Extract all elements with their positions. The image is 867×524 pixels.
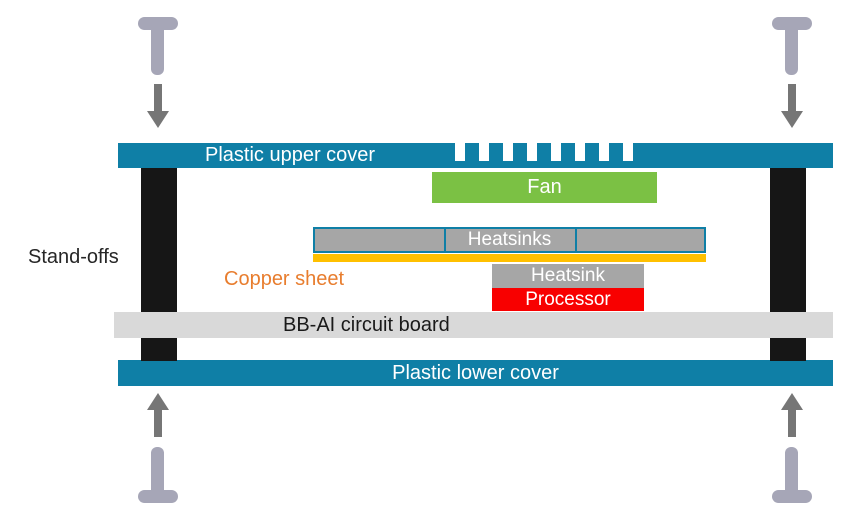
- heatsinks-label: Heatsinks: [467, 229, 552, 250]
- processor-label: Processor: [525, 289, 611, 310]
- screw-head: [772, 490, 812, 503]
- heatsink-block: Heatsink: [492, 264, 644, 288]
- vent-slots: [455, 143, 633, 161]
- vent-slot: [551, 143, 561, 161]
- lower-cover-label: Plastic lower cover: [392, 362, 559, 384]
- circuit-board-label: BB-AI circuit board: [283, 314, 450, 336]
- heatsink-cell-divider: [575, 229, 577, 251]
- arrow-down-icon-right: [781, 84, 803, 128]
- vent-slot: [599, 143, 609, 161]
- lower-cover-bar: Plastic lower cover: [118, 360, 833, 386]
- vent-slot: [575, 143, 585, 161]
- screw-shaft: [151, 23, 164, 75]
- fan-label: Fan: [527, 176, 562, 198]
- copper-sheet-label: Copper sheet: [224, 268, 345, 290]
- arrow-up-icon-right: [781, 393, 803, 437]
- heatsink-cell-divider: [444, 229, 446, 251]
- upper-cover-bar: Plastic upper cover: [118, 143, 833, 168]
- vent-slot: [455, 143, 465, 161]
- vent-slot: [623, 143, 633, 161]
- vent-slot: [503, 143, 513, 161]
- screw-shaft: [151, 447, 164, 499]
- screw-icon-bottom-left: [138, 447, 178, 503]
- vent-slot: [479, 143, 489, 161]
- circuit-board-bar: BB-AI circuit board: [114, 312, 833, 338]
- arrow-down-icon-left: [147, 84, 169, 128]
- screw-icon-bottom-right: [772, 447, 812, 503]
- arrow-up-icon-left: [147, 393, 169, 437]
- screw-icon-top-left: [138, 17, 178, 79]
- screw-shaft: [785, 447, 798, 499]
- heatsinks-block: Heatsinks: [313, 227, 706, 253]
- standoffs-label: Stand-offs: [28, 246, 119, 268]
- upper-cover-label: Plastic upper cover: [205, 144, 376, 166]
- processor-block: Processor: [492, 288, 644, 311]
- copper-sheet-bar: [313, 254, 706, 262]
- screw-icon-top-right: [772, 17, 812, 79]
- fan-block: Fan: [432, 172, 657, 203]
- vent-slot: [527, 143, 537, 161]
- screw-shaft: [785, 23, 798, 75]
- heatsink-label: Heatsink: [531, 265, 605, 286]
- screw-head: [138, 490, 178, 503]
